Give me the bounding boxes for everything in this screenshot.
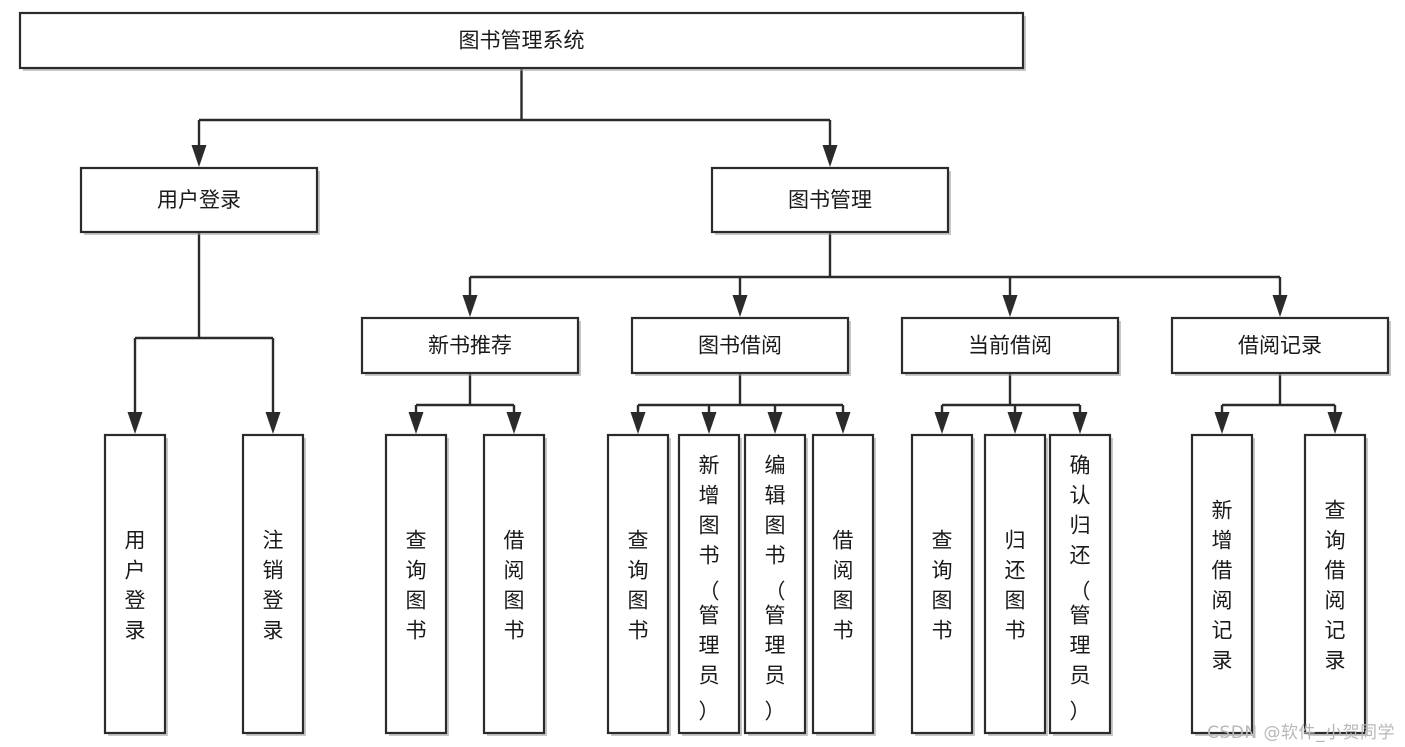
- connector-from-borrow-record: [1214, 373, 1343, 434]
- node-leaf-query-record[interactable]: 查询借阅记录: [1303, 433, 1368, 736]
- node-leaf-query-book-2[interactable]: 查询图书: [606, 433, 671, 736]
- connector-from-current-borrow: [934, 373, 1088, 434]
- arrowhead-icon: [462, 295, 478, 317]
- node-leaf-query-book-1[interactable]: 查询图书: [384, 433, 449, 736]
- node-user-login[interactable]: 用户登录: [79, 166, 320, 235]
- node-leaf-return-book[interactable]: 归还图书: [983, 433, 1048, 736]
- node-leaf-confirm-return[interactable]: 确认归还（管理员）: [1048, 433, 1113, 736]
- node-book-manage[interactable]: 图书管理: [710, 166, 951, 235]
- arrowhead-icon: [1072, 412, 1088, 434]
- node-rect[interactable]: [1048, 433, 1112, 735]
- node-rect[interactable]: [1190, 433, 1254, 735]
- node-leaf-borrow-book-1[interactable]: 借阅图书: [482, 433, 547, 736]
- node-label: 图书管理: [788, 188, 872, 212]
- node-label: 借阅记录: [1238, 334, 1322, 358]
- node-leaf-query-book-3[interactable]: 查询图书: [910, 433, 975, 736]
- node-label: 注销登录: [263, 528, 284, 642]
- arrowhead-icon: [1002, 295, 1018, 317]
- node-leaf-borrow-book-2[interactable]: 借阅图书: [811, 433, 876, 736]
- connector-from-book-manage: [462, 232, 1288, 317]
- node-label: 编辑图书（管理员）: [765, 453, 786, 723]
- node-rect[interactable]: [743, 433, 807, 735]
- node-root[interactable]: 图书管理系统: [18, 11, 1026, 71]
- connector-from-user-login: [127, 232, 281, 434]
- node-label: 新增借阅记录: [1212, 498, 1233, 672]
- node-rect[interactable]: [384, 433, 448, 735]
- node-book-borrow[interactable]: 图书借阅: [630, 316, 851, 376]
- node-label: 确认归还（管理员）: [1070, 453, 1091, 723]
- node-rect[interactable]: [482, 433, 546, 735]
- node-label: 查询图书: [628, 528, 649, 642]
- node-label: 当前借阅: [968, 334, 1052, 358]
- node-rect[interactable]: [360, 316, 580, 375]
- arrowhead-icon: [835, 412, 851, 434]
- node-label: 用户登录: [157, 188, 241, 212]
- node-rect[interactable]: [710, 166, 950, 234]
- node-leaf-add-record[interactable]: 新增借阅记录: [1190, 433, 1255, 736]
- node-label: 查询借阅记录: [1325, 498, 1346, 672]
- node-rect[interactable]: [983, 433, 1047, 735]
- node-label: 查询图书: [406, 528, 427, 642]
- arrowhead-icon: [767, 412, 783, 434]
- arrowhead-icon: [1327, 412, 1343, 434]
- node-label: 借阅图书: [504, 528, 525, 642]
- arrowhead-icon: [506, 412, 522, 434]
- node-rect[interactable]: [677, 433, 741, 735]
- node-label: 图书借阅: [698, 334, 782, 358]
- node-rect[interactable]: [1170, 316, 1390, 375]
- arrowhead-icon: [191, 145, 207, 167]
- node-label: 用户登录: [125, 528, 146, 642]
- node-leaf-user-login[interactable]: 用户登录: [103, 433, 168, 736]
- arrowhead-icon: [701, 412, 717, 434]
- node-leaf-add-book[interactable]: 新增图书（管理员）: [677, 433, 742, 736]
- node-rect[interactable]: [630, 316, 850, 375]
- node-rect[interactable]: [910, 433, 974, 735]
- arrowhead-icon: [1007, 412, 1023, 434]
- node-current-borrow[interactable]: 当前借阅: [900, 316, 1121, 376]
- connectors-layer: [127, 68, 1343, 434]
- node-label: 图书管理系统: [459, 29, 585, 53]
- arrowhead-icon: [1272, 295, 1288, 317]
- arrowhead-icon: [408, 412, 424, 434]
- node-rect[interactable]: [18, 11, 1025, 70]
- arrowhead-icon: [127, 412, 143, 434]
- node-rect[interactable]: [900, 316, 1120, 375]
- arrowhead-icon: [265, 412, 281, 434]
- node-borrow-record[interactable]: 借阅记录: [1170, 316, 1391, 376]
- node-rect[interactable]: [606, 433, 670, 735]
- connector-from-root: [191, 68, 838, 167]
- arrowhead-icon: [934, 412, 950, 434]
- node-new-book-rec[interactable]: 新书推荐: [360, 316, 581, 376]
- arrowhead-icon: [822, 145, 838, 167]
- node-label: 归还图书: [1005, 528, 1026, 642]
- node-label: 借阅图书: [833, 528, 854, 642]
- node-label: 新书推荐: [428, 334, 512, 358]
- node-label: 新增图书（管理员）: [699, 453, 720, 723]
- node-rect[interactable]: [811, 433, 875, 735]
- node-rect[interactable]: [79, 166, 319, 234]
- node-rect[interactable]: [1303, 433, 1367, 735]
- arrowhead-icon: [1214, 412, 1230, 434]
- arrowhead-icon: [630, 412, 646, 434]
- node-rect[interactable]: [103, 433, 167, 735]
- node-rect[interactable]: [241, 433, 305, 735]
- connector-from-new-book-rec: [408, 373, 522, 434]
- connector-from-book-borrow: [630, 373, 851, 434]
- node-leaf-logout[interactable]: 注销登录: [241, 433, 306, 736]
- node-label: 查询图书: [932, 528, 953, 642]
- arrowhead-icon: [732, 295, 748, 317]
- node-leaf-edit-book[interactable]: 编辑图书（管理员）: [743, 433, 808, 736]
- nodes-layer: 图书管理系统用户登录图书管理新书推荐图书借阅当前借阅借阅记录用户登录注销登录查询…: [18, 11, 1391, 736]
